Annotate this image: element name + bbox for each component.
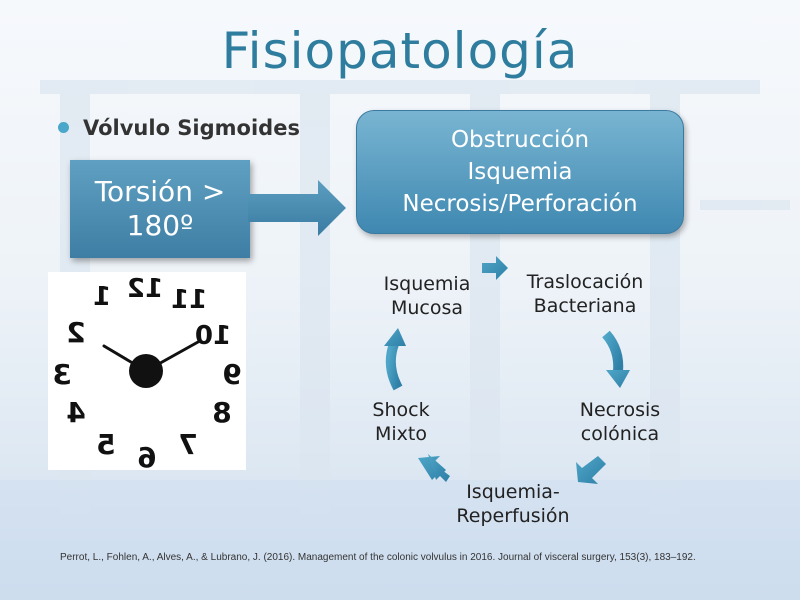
slide-title: Fisiopatología xyxy=(221,22,579,80)
clock-numeral: 4 xyxy=(66,396,85,429)
cycle-isquemia-mucosa: Isquemia Mucosa xyxy=(383,273,471,319)
clock-numeral: 5 xyxy=(96,428,115,461)
torsion-line-2: 180º xyxy=(126,209,194,242)
cycle-arrow-down-left-icon xyxy=(576,456,606,484)
clock-numeral: 7 xyxy=(178,428,197,461)
torsion-box: Torsión > 180º xyxy=(70,160,250,258)
citation: Perrot, L., Fohlen, A., Alves, A., & Lub… xyxy=(60,552,696,563)
clock-numeral: 12 xyxy=(127,274,163,304)
torsion-line-1: Torsión > xyxy=(94,175,226,208)
clock-numeral: 1 xyxy=(93,282,111,312)
bullet-dot-icon xyxy=(58,121,69,133)
clock-numeral: 8 xyxy=(212,396,231,429)
clock-numeral: 11 xyxy=(171,285,207,315)
clock-icon: 12 1 11 10 2 3 9 4 8 5 7 6 xyxy=(52,274,241,474)
clock-numeral: 9 xyxy=(222,358,241,391)
obstruction-line-3: Necrosis/Perforación xyxy=(402,191,638,217)
bullet-item: Vólvulo Sigmoides xyxy=(58,116,300,140)
bullet-text: Vólvulo Sigmoides xyxy=(83,116,300,140)
right-arrow-icon xyxy=(248,180,346,236)
clock-numeral: 10 xyxy=(195,321,231,351)
clock-numeral: 6 xyxy=(137,441,156,470)
cycle-isquemia-reperfusion: Isquemia- Reperfusión xyxy=(456,481,570,527)
obstruction-line-1: Obstrucción xyxy=(450,127,590,153)
cycle-arrow-up-icon xyxy=(385,342,403,391)
obstruction-box: Obstrucción Isquemia Necrosis/Perforació… xyxy=(356,110,684,234)
mirrored-clock-image: 12 1 11 10 2 3 9 4 8 5 7 6 xyxy=(48,272,246,474)
clock-numeral: 2 xyxy=(66,316,85,349)
cycle-arrow-right-icon xyxy=(482,256,508,280)
cycle-shock: Shock Mixto xyxy=(372,399,430,445)
cycle-arrow-down-icon xyxy=(602,330,624,373)
clock-numeral: 3 xyxy=(52,358,71,391)
cycle-traslocacion: Traslocación Bacteriana xyxy=(526,271,644,317)
obstruction-line-2: Isquemia xyxy=(467,159,573,185)
cycle-necrosis: Necrosis colónica xyxy=(579,399,661,445)
